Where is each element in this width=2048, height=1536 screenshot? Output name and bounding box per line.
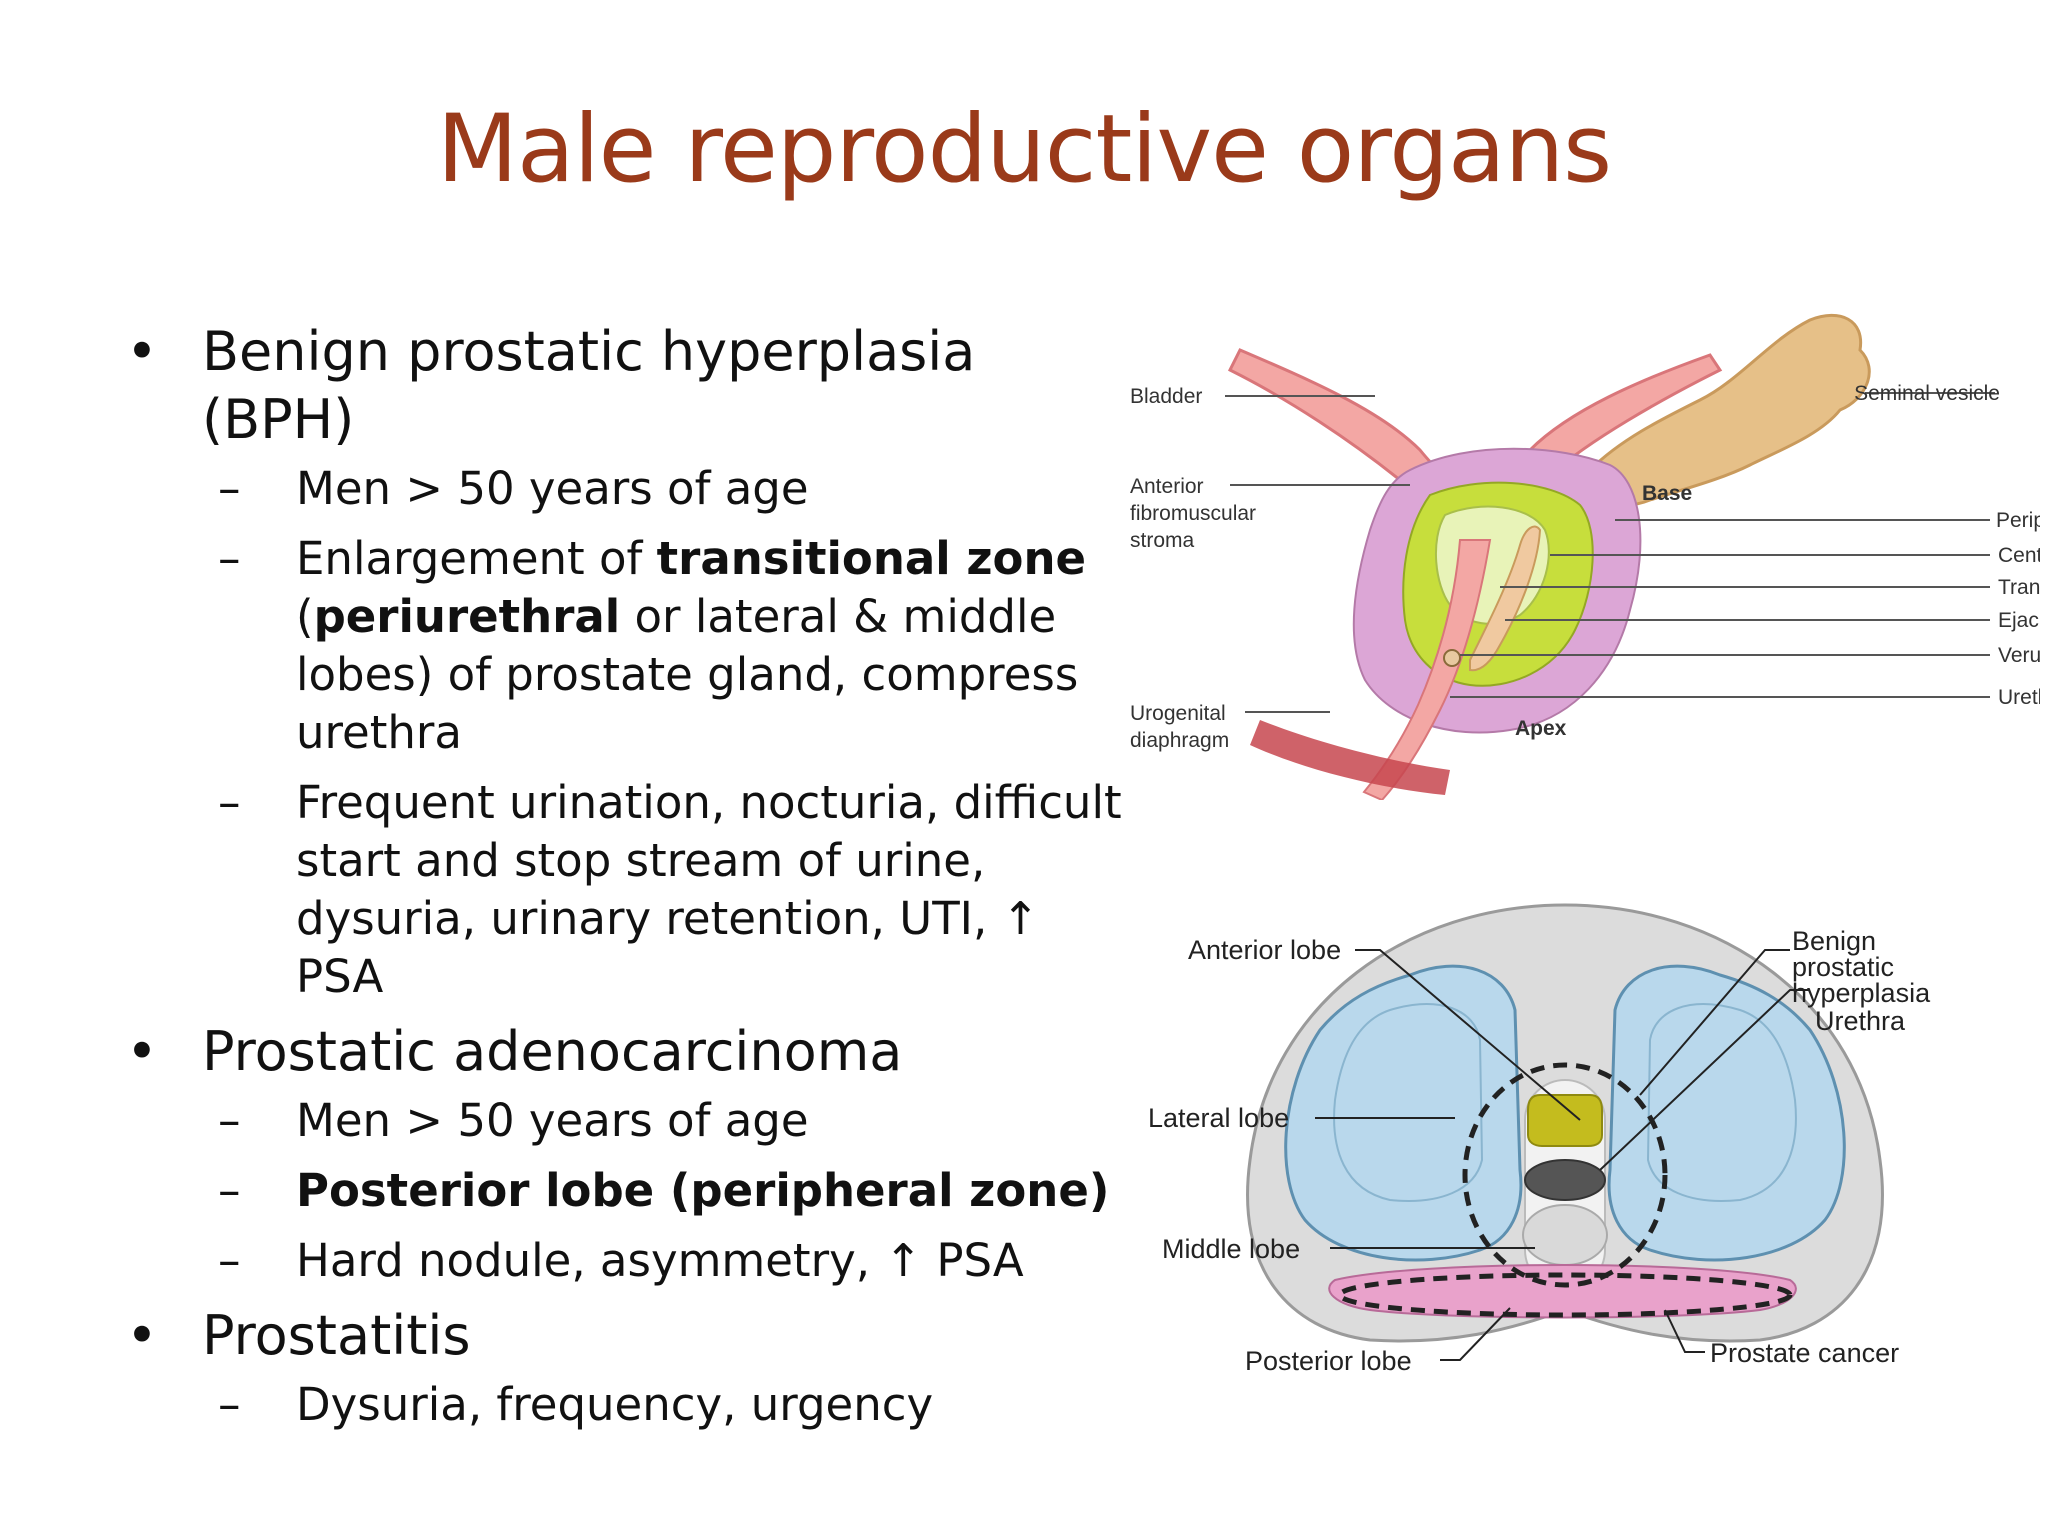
- bph-label-2: prostatic: [1792, 952, 1894, 982]
- middle-lobe-shape: [1522, 1204, 1608, 1266]
- bullet-prostatitis: • Prostatitis: [118, 1302, 1128, 1370]
- right-lateral-lobe-shape: [1607, 964, 1846, 1262]
- bph-symptoms-text: Frequent urination, nocturia, difficult …: [296, 776, 1122, 945]
- dash: –: [218, 776, 241, 829]
- left-lateral-lobe-shape: [1284, 964, 1523, 1262]
- bullet-dot: •: [126, 320, 158, 383]
- prostate-zones-diagram: Bladder Seminal vesicle Anterior fibromu…: [1130, 314, 2040, 800]
- slide-title: Male reproductive organs: [436, 95, 1612, 204]
- prostatitis-symptoms-item: – Dysuria, frequency, urgency: [118, 1376, 1128, 1434]
- bph-age-text: Men > 50 years of age: [296, 462, 809, 515]
- bph-zone-paren: (: [296, 590, 314, 643]
- bph-age-item: – Men > 50 years of age: [118, 460, 1128, 518]
- dash: –: [218, 462, 241, 515]
- bullet-dot: •: [126, 1304, 158, 1367]
- seminal-vesicle-label: Seminal vesicle: [1854, 382, 2000, 405]
- urethra-label: Urethra: [1815, 1006, 1906, 1036]
- seminal-vesicle-shape: [1588, 314, 1871, 507]
- middle-lobe-label: Middle lobe: [1162, 1234, 1300, 1264]
- urethra-label: Urethra: [1998, 686, 2040, 709]
- urogenital-diaphragm-shape: [1250, 720, 1450, 795]
- anterior-stroma-label-3: stroma: [1130, 529, 1195, 552]
- anterior-lobe-label: Anterior lobe: [1188, 935, 1341, 965]
- bladder-label: Bladder: [1130, 385, 1202, 408]
- bph-zone-bold1: transitional zone: [656, 532, 1086, 585]
- base-label: Base: [1642, 482, 1692, 505]
- bullet-bph: • Benign prostatic hyperplasia (BPH): [118, 318, 1128, 454]
- urethra-shape: [1362, 539, 1492, 800]
- prostate-cancer-label: Prostate cancer: [1710, 1338, 1899, 1368]
- verumontanum-shape: [1443, 649, 1461, 667]
- bph-symptoms-item: – Frequent urination, nocturia, difficul…: [118, 774, 1128, 1006]
- posterior-lobe-label: Posterior lobe: [1245, 1346, 1412, 1376]
- adeno-lobe-text: Posterior lobe (peripheral zone): [296, 1164, 1110, 1217]
- up-arrow-icon: ↑: [884, 1234, 923, 1287]
- bph-zone-bold2: periurethral: [313, 590, 621, 643]
- dash: –: [218, 1378, 241, 1431]
- ejaculatory-duct-label: Ejaculatory duct: [1998, 609, 2040, 632]
- dash: –: [218, 1094, 241, 1147]
- up-arrow-icon: ↑: [1001, 892, 1040, 945]
- lateral-lobe-label: Lateral lobe: [1148, 1103, 1289, 1133]
- adeno-lobe-item: – Posterior lobe (peripheral zone): [118, 1162, 1128, 1220]
- peripheral-zone-label: Peripheral zone: [1996, 509, 2040, 532]
- urogenital-label-2: diaphragm: [1130, 729, 1229, 752]
- adeno-heading: Prostatic adenocarcinoma: [202, 1020, 903, 1083]
- prostate-lobes-diagram: Anterior lobe Benign prostatic hyperplas…: [1148, 903, 1931, 1376]
- dash: –: [218, 532, 241, 585]
- dash: –: [218, 1164, 241, 1217]
- bph-psa-text: PSA: [296, 950, 384, 1003]
- transition-zone-label: Transition zone: [1998, 576, 2040, 599]
- bullet-dot: •: [126, 1020, 158, 1083]
- bph-zone-pre: Enlargement of: [296, 532, 657, 585]
- adeno-age-item: – Men > 50 years of age: [118, 1092, 1128, 1150]
- anterior-lobe-shape: [1527, 1094, 1603, 1147]
- apex-label: Apex: [1515, 717, 1567, 740]
- adeno-age-text: Men > 50 years of age: [296, 1094, 809, 1147]
- bph-zone-item: – Enlargement of transitional zone (peri…: [118, 530, 1128, 762]
- adeno-signs-item: – Hard nodule, asymmetry, ↑ PSA: [118, 1232, 1128, 1290]
- prostatitis-heading: Prostatitis: [202, 1304, 471, 1367]
- dash: –: [218, 1234, 241, 1287]
- central-zone-label: Central zone: [1998, 544, 2040, 567]
- urogenital-label-1: Urogenital: [1130, 702, 1226, 725]
- bullet-list: • Benign prostatic hyperplasia (BPH) – M…: [118, 318, 1128, 1446]
- adeno-psa-text: PSA: [922, 1234, 1024, 1287]
- anterior-stroma-label-2: fibromuscular: [1130, 502, 1256, 525]
- bph-heading: Benign prostatic hyperplasia (BPH): [202, 320, 976, 451]
- adeno-signs-text: Hard nodule, asymmetry,: [296, 1234, 885, 1287]
- bph-label-1: Benign: [1792, 926, 1876, 956]
- cancer-dashed-outline: [1337, 1272, 1793, 1318]
- bullet-adeno: • Prostatic adenocarcinoma: [118, 1018, 1128, 1086]
- bph-label-3: hyperplasia: [1792, 978, 1931, 1008]
- prostatitis-symptoms-text: Dysuria, frequency, urgency: [296, 1378, 934, 1431]
- bph-zone-post: or lateral & middle lobes) of prostate g…: [296, 590, 1079, 759]
- verumontanum-label: Verumontanum: [1998, 644, 2040, 667]
- anterior-stroma-label-1: Anterior: [1130, 475, 1204, 498]
- urethra-ellipse-shape: [1524, 1159, 1606, 1201]
- bph-dashed-outline: [1462, 1062, 1668, 1288]
